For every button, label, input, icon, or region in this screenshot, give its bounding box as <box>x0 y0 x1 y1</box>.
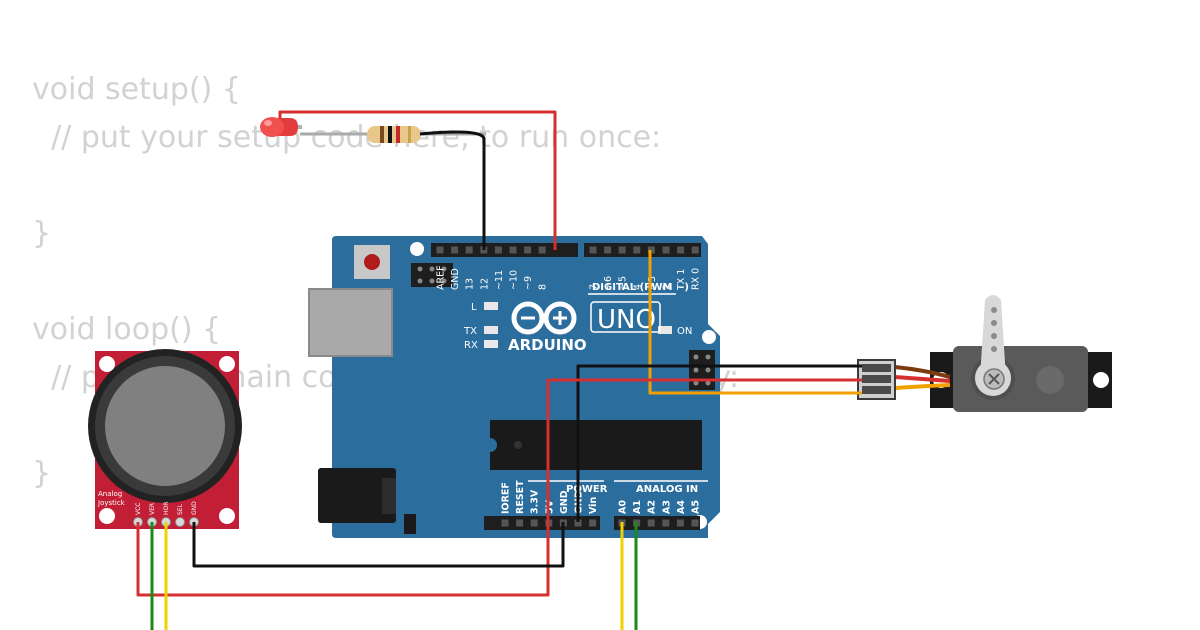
joystick-pin-label: VER <box>149 503 156 515</box>
analog-pin-label: A5 <box>691 500 702 514</box>
digital-pin-label: ~10 <box>509 270 520 290</box>
digital-pin-label: AREF <box>436 265 447 290</box>
power-header[interactable] <box>484 516 600 530</box>
digital-pin-label: 7 <box>589 284 600 290</box>
digital-pin-label: ~6 <box>603 276 614 290</box>
digital-pin-hole[interactable] <box>633 246 641 254</box>
digital-pin-label: ~9 <box>523 276 534 290</box>
led-tx-label: TX <box>463 326 477 337</box>
analog-pin-label: A1 <box>632 500 643 514</box>
digital-pin-hole[interactable] <box>436 246 444 254</box>
power-pin-label: GND <box>559 490 570 514</box>
digital-pin-label: 12 <box>479 278 490 290</box>
power-label: POWER <box>566 484 608 495</box>
digital-pin-hole[interactable] <box>494 246 502 254</box>
digital-pin-hole[interactable] <box>618 246 626 254</box>
digital-pin-label: GND <box>450 268 461 290</box>
analog-joystick-module[interactable]: Analog Joystick VCC VER HOR SEL GND <box>88 349 242 529</box>
digital-pin-label: 13 <box>465 278 476 290</box>
wire-servo-gnd <box>576 364 862 522</box>
power-pin-label: 3.3V <box>530 489 541 514</box>
joystick-label-line1: Analog <box>98 490 122 498</box>
led-l-label: L <box>471 302 477 313</box>
analog-pin-label: A4 <box>676 500 687 514</box>
digital-pin-label: 8 <box>538 284 549 290</box>
arduino-brand: ARDUINO <box>508 336 587 354</box>
power-pin-label: IOREF <box>501 482 512 514</box>
digital-pin-hole[interactable] <box>524 246 532 254</box>
digital-pin-hole[interactable] <box>691 246 699 254</box>
digital-pin-label: 2 <box>662 284 673 290</box>
analog-pin-hole[interactable] <box>676 519 684 527</box>
led-l-indicator: L <box>471 302 498 313</box>
digital-pin-hole[interactable] <box>509 246 517 254</box>
digital-pin-hole[interactable] <box>538 246 546 254</box>
joystick-pin-label: GND <box>191 501 198 515</box>
joystick-pin-label: VCC <box>135 503 142 515</box>
wire-servo-signal <box>648 250 862 395</box>
joystick-pin[interactable] <box>175 517 185 527</box>
analog-pin-label: A3 <box>661 500 672 514</box>
red-led[interactable] <box>260 117 302 137</box>
wire-resistor-gnd <box>419 130 486 250</box>
joystick-knob[interactable] <box>105 366 225 486</box>
digital-header-right[interactable] <box>584 243 701 257</box>
wire-led-to-pin9 <box>278 110 557 250</box>
digital-pin-hole[interactable] <box>451 246 459 254</box>
led-tx-indicator: TX <box>463 326 498 337</box>
digital-pin-hole[interactable] <box>677 246 685 254</box>
power-pin-label: 5V <box>544 499 555 514</box>
reset-button[interactable] <box>354 245 390 279</box>
power-pin-label: RESET <box>515 480 526 514</box>
power-pin-hole[interactable] <box>516 519 524 527</box>
digital-pin-hole[interactable] <box>604 246 612 254</box>
led-rx-label: RX <box>464 340 478 351</box>
atmega-chip <box>490 420 702 470</box>
power-pin-label: Vin <box>588 497 599 514</box>
servo-motor[interactable] <box>857 295 1112 412</box>
analog-pin-label: A0 <box>618 500 629 514</box>
power-jack <box>318 468 416 534</box>
power-pin-hole[interactable] <box>530 519 538 527</box>
analog-pin-label: A2 <box>647 500 658 514</box>
power-pin-hole[interactable] <box>574 519 582 527</box>
analog-pin-hole[interactable] <box>691 519 699 527</box>
digital-pin-label: 4 <box>632 284 643 290</box>
analog-pin-hole[interactable] <box>647 519 655 527</box>
digital-pwm-label: DIGITAL (PWM ~) <box>592 282 689 293</box>
analog-in-label: ANALOG IN <box>636 484 698 495</box>
joystick-pin-label: SEL <box>177 503 184 515</box>
joystick-pin-label: HOR <box>163 502 170 515</box>
arduino-logo <box>511 301 577 335</box>
digital-pin-label: ~5 <box>618 276 629 290</box>
digital-pin-hole[interactable] <box>662 246 670 254</box>
led-on-label: ON <box>677 326 692 337</box>
wires <box>136 110 862 630</box>
digital-pin-hole[interactable] <box>465 246 473 254</box>
wire-joystick-gnd <box>192 522 565 568</box>
icsp-header <box>411 263 453 287</box>
resistor[interactable] <box>300 126 486 143</box>
digital-pin-label: ~11 <box>494 270 505 290</box>
power-pin-hole[interactable] <box>589 519 597 527</box>
digital-pin-label: ~3 <box>647 276 658 290</box>
digital-pin-label: RX 0 <box>691 268 702 290</box>
analog-pin-hole[interactable] <box>662 519 670 527</box>
led-rx-indicator: RX <box>464 340 498 351</box>
power-pin-hole[interactable] <box>501 519 509 527</box>
joystick-label-line2: Joystick <box>97 499 126 507</box>
led-on-indicator: ON <box>658 326 692 337</box>
wire-servo-5v <box>136 378 862 597</box>
digital-pin-label: TX 1 <box>676 269 687 291</box>
usb-port <box>309 289 392 356</box>
arduino-model: UNO <box>597 305 656 335</box>
icsp-header-2 <box>689 350 715 390</box>
digital-pin-hole[interactable] <box>589 246 597 254</box>
analog-header[interactable] <box>614 516 700 530</box>
